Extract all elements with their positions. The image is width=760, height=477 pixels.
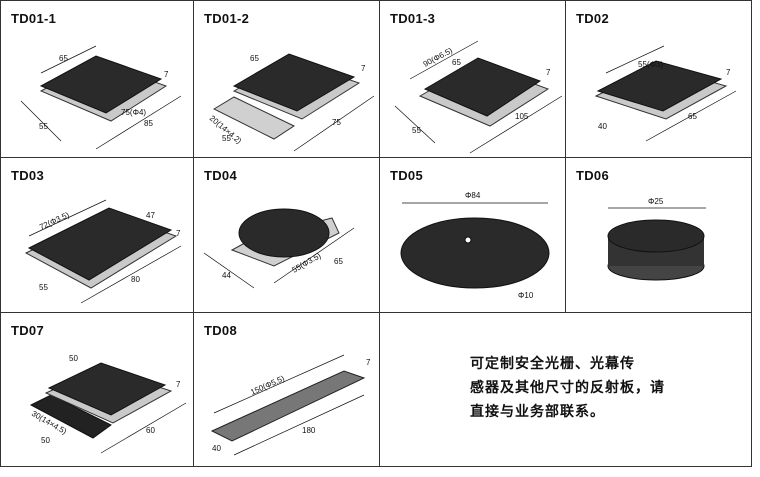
cell-td03: TD03 72(Φ3.5) 47 7 55 80 (0, 158, 194, 313)
dim-left: 55 (412, 126, 421, 135)
dim-right: 80 (131, 275, 140, 284)
td07-drawing: 50 7 30(14×4.5) 50 60 (29, 354, 187, 454)
cell-td04: TD04 44 55(Φ3.5) 65 (194, 158, 380, 313)
model-label: TD06 (576, 168, 609, 183)
dim-top: 65 (250, 54, 259, 63)
dim-left: 50 (41, 436, 50, 445)
model-label: TD02 (576, 11, 609, 26)
dim-left: 55 (222, 134, 231, 143)
dim-top: Φ25 (648, 197, 664, 206)
td01-1-drawing: 65 7 75(Φ4) 55 85 (20, 45, 182, 150)
dim-height: 7 (361, 64, 366, 73)
dim-height: 7 (176, 229, 181, 238)
dim-top-inner: 65 (452, 58, 461, 67)
model-label: TD04 (204, 168, 237, 183)
cell-td01-3: TD01-3 90(Φ6.5) 65 7 55 105 (380, 0, 566, 158)
td04-drawing: 44 55(Φ3.5) 65 (203, 208, 355, 289)
dim-height: 7 (546, 68, 551, 77)
dim-right: 65 (688, 112, 697, 121)
dim-top: 72(Φ3.5) (38, 210, 71, 232)
td03-drawing: 72(Φ3.5) 47 7 55 80 (24, 199, 182, 304)
model-label: TD03 (11, 168, 44, 183)
td01-2-drawing: 65 7 20(14×4.2) 55 75 (208, 53, 375, 152)
model-label: TD01-3 (390, 11, 436, 26)
dim-top: 50 (69, 354, 78, 363)
cell-td01-1: TD01-1 65 7 75(Φ4) 55 85 (0, 0, 194, 158)
note-line-2: 感器及其他尺寸的反射板，请 (470, 380, 665, 396)
dim-top: Φ84 (465, 191, 481, 200)
cell-td01-2: TD01-2 65 7 20(14×4.2) 55 75 (194, 0, 380, 158)
note-line-3: 直接与业务部联系。 (470, 404, 605, 420)
dim-top: 65 (59, 54, 68, 63)
td06-drawing: Φ25 (607, 197, 706, 281)
model-label: TD01-1 (11, 11, 57, 26)
model-label: TD05 (390, 168, 423, 183)
cell-note (380, 313, 752, 467)
td02-drawing: 55(Φ3) 7 40 65 (594, 45, 737, 142)
cell-td05: TD05 Φ84 Φ10 (380, 158, 566, 313)
dim-right: 65 (334, 257, 343, 266)
dim-height: 7 (176, 380, 181, 389)
model-label: TD08 (204, 323, 237, 338)
dim-top-right: 47 (146, 211, 155, 220)
dim-right: 85 (144, 119, 153, 128)
note-line-1: 可定制安全光栅、光幕传 (470, 356, 635, 372)
td05-drawing: Φ84 Φ10 (400, 191, 550, 300)
model-label: TD07 (11, 323, 44, 338)
dim-right: 180 (302, 426, 316, 435)
cell-td02: TD02 55(Φ3) 7 40 65 (566, 0, 752, 158)
dim-height: 7 (726, 68, 731, 77)
dim-left: 55 (39, 122, 48, 131)
dim-height: 7 (164, 70, 169, 79)
dim-inner: 75(Φ4) (121, 108, 146, 117)
td08-drawing: 150(Φ5.5) 7 40 180 (210, 354, 371, 456)
dim-right: 105 (515, 112, 529, 121)
dim-left: 44 (222, 271, 231, 280)
dim-right: 75 (332, 118, 341, 127)
dim-right: 60 (146, 426, 155, 435)
dim-left: 40 (598, 122, 607, 131)
dim-bottom: Φ10 (518, 291, 534, 300)
td01-3-drawing: 90(Φ6.5) 65 7 55 105 (394, 40, 563, 154)
cell-td06: TD06 Φ25 (566, 158, 752, 313)
custom-order-note: 可定制安全光栅、光幕传 感器及其他尺寸的反射板，请 直接与业务部联系。 (470, 352, 730, 424)
dim-left: 55 (39, 283, 48, 292)
dim-height: 7 (366, 358, 371, 367)
dim-left: 40 (212, 444, 221, 453)
model-label: TD01-2 (204, 11, 250, 26)
center-hole-icon (464, 236, 472, 244)
dim-top: 55(Φ3) (638, 60, 663, 69)
cell-td08: TD08 150(Φ5.5) 7 40 180 (194, 313, 380, 467)
cell-td07: TD07 50 7 30(14×4.5) 50 60 (0, 313, 194, 467)
dim-top: 150(Φ5.5) (249, 374, 286, 397)
